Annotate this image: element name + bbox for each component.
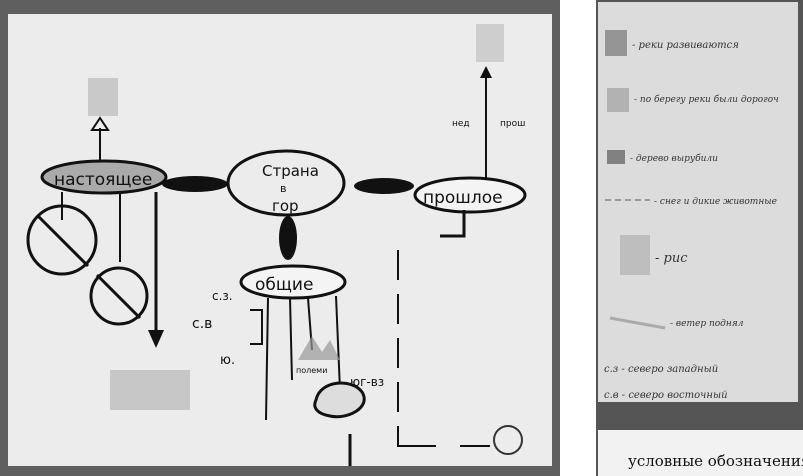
animals-sketch (493, 425, 523, 455)
arrow-common-1 (265, 297, 269, 421)
legend-caption-box: условные обозначения (598, 430, 803, 476)
mountain-sketch (298, 336, 340, 360)
direction-nw: с.з. (212, 289, 233, 303)
region-blob (313, 381, 366, 419)
legend-icon-wind (609, 316, 666, 330)
arrow-head-present-3 (148, 330, 164, 348)
bracket (250, 309, 263, 345)
past-node-text: прошлое (423, 188, 503, 208)
legend-item-nw: с.з - северо западный (604, 364, 718, 375)
legend-item-trees: - дерево вырубили (630, 153, 718, 164)
arrow-past-end (397, 430, 436, 447)
crossed-circle-1 (26, 204, 98, 276)
arrow-common-4 (335, 295, 341, 391)
direction-ne: с.в (192, 316, 212, 332)
present-node (40, 159, 168, 195)
legend-item-wind: - ветер поднял (670, 319, 744, 329)
legend-icon-banks (607, 88, 629, 112)
common-node (239, 264, 347, 300)
connector-leaf-down (279, 216, 297, 260)
city-sketch (110, 370, 190, 410)
legend-item-rivers: - реки развиваются (632, 40, 739, 51)
label-prosh: прош (500, 119, 525, 129)
arrow-past-down (440, 210, 466, 238)
arrow-head-present-up (90, 116, 110, 131)
legend-sheet (598, 2, 798, 402)
common-node-text: общие (255, 275, 313, 295)
cross-line-1 (36, 214, 90, 268)
legend-icon-rivers (605, 30, 627, 56)
arrow-common-2 (289, 297, 293, 381)
cross-line-2 (95, 273, 142, 320)
connector-leaf-left (162, 176, 228, 192)
legend-item-rice: - рис (655, 251, 688, 266)
center-node-text-1: Страна (262, 162, 319, 180)
center-node-text-3: гор (272, 197, 299, 215)
legend-item-banks: - по берегу реки были дорогоч (634, 94, 779, 105)
legend-item-snow: - снег и дикие животные (654, 197, 777, 207)
legend-icon-trees (607, 150, 625, 164)
rain-sketch-present (88, 78, 118, 116)
center-node (226, 149, 346, 217)
center-node-text-2: в (280, 182, 286, 195)
legend-caption: условные обозначения (628, 452, 803, 470)
label-polemi: полеми (296, 366, 327, 375)
direction-sw: юг-вз (350, 375, 384, 389)
label-ned: нед (452, 119, 470, 129)
river-sketch-past (476, 24, 504, 62)
crossed-circle-2 (89, 266, 149, 326)
direction-s: ю. (220, 353, 235, 368)
arrow-head-past-up (480, 66, 492, 78)
legend-item-ne: с.в - северо восточный (604, 390, 728, 401)
past-node (413, 176, 527, 214)
legend-icon-rice (620, 235, 650, 275)
connector-leaf-right (354, 178, 414, 194)
present-node-text: настоящее (54, 170, 152, 190)
